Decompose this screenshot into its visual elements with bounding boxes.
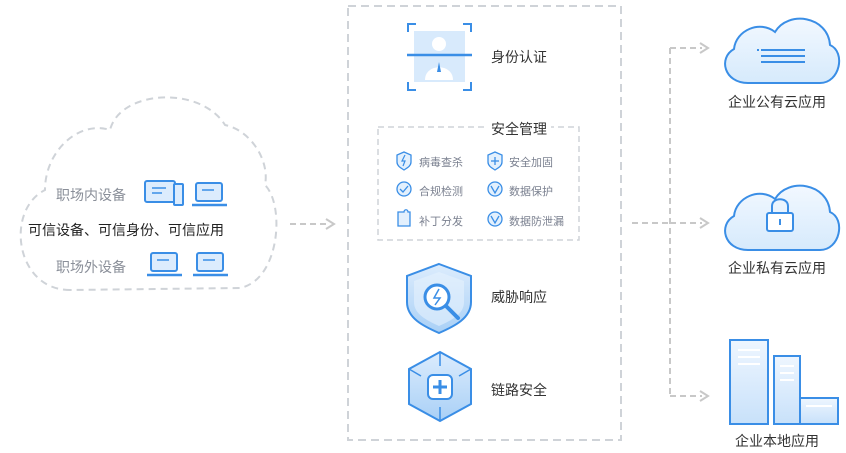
private-cloud-icon	[724, 184, 840, 251]
security-item-virus-scan: 病毒查杀	[419, 157, 463, 169]
threat-response-label: 威胁响应	[491, 289, 547, 305]
link-cube-icon	[408, 350, 472, 423]
laptop-icon	[193, 252, 228, 277]
endpoint-cloud-outline	[19, 96, 278, 292]
security-item-dlp: 数据防泄漏	[509, 216, 564, 228]
inside-devices-label: 职场内设备	[56, 187, 126, 203]
security-mgmt-box-outline	[377, 126, 580, 241]
threat-shield-icon	[406, 262, 472, 335]
security-mgmt-title: 安全管理	[487, 119, 551, 139]
security-item-compliance: 合规检测	[419, 186, 463, 198]
building-icon	[729, 339, 839, 425]
local-app-label: 企业本地应用	[735, 433, 819, 449]
gateway-box-outline	[347, 5, 622, 441]
desktop-icon	[144, 180, 184, 206]
identity-scan-icon	[407, 23, 472, 91]
lightning-shield-icon	[396, 151, 412, 171]
arrow-to-gateway	[290, 218, 336, 230]
check-circle-icon	[396, 181, 412, 197]
public-cloud-icon	[724, 17, 840, 84]
link-security-label: 链路安全	[491, 382, 547, 398]
security-item-data-protection: 数据保护	[509, 186, 553, 198]
arrows-to-targets	[632, 42, 710, 402]
shield-circle-icon	[487, 181, 503, 197]
outside-devices-label: 职场外设备	[56, 259, 126, 275]
puzzle-icon	[397, 209, 411, 227]
identity-auth-label: 身份认证	[491, 49, 547, 65]
trusted-summary-label: 可信设备、可信身份、可信应用	[28, 222, 224, 238]
security-item-hardening: 安全加固	[509, 157, 553, 169]
laptop-icon	[147, 252, 182, 277]
laptop-icon	[192, 182, 227, 207]
private-cloud-label: 企业私有云应用	[728, 260, 826, 276]
security-item-patch: 补丁分发	[419, 216, 463, 228]
shield-circle-icon	[487, 211, 503, 227]
plus-shield-icon	[487, 151, 503, 171]
public-cloud-label: 企业公有云应用	[728, 94, 826, 110]
